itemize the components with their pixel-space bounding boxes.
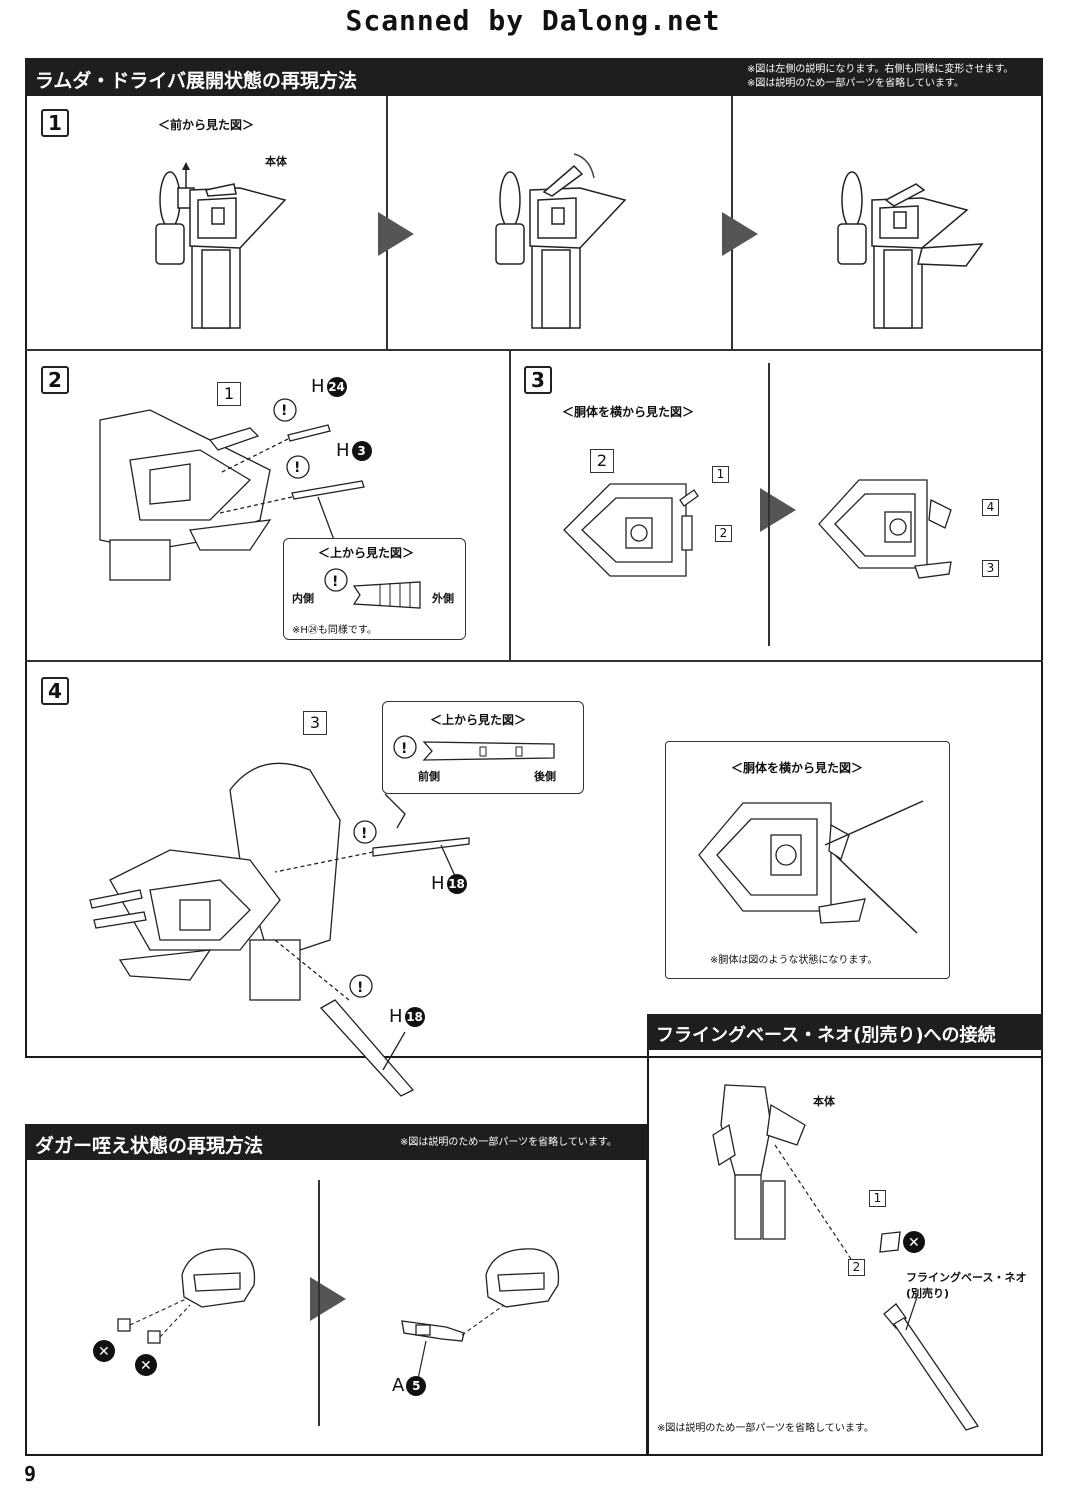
- step1-arrow-2: [722, 212, 758, 256]
- step4-side-view-illustration: [698, 800, 924, 934]
- svg-text:!: !: [294, 460, 300, 476]
- step2-part-a-num: 24: [326, 376, 347, 397]
- step2-outer-label: 外側: [432, 592, 454, 605]
- svg-text:!: !: [281, 403, 287, 419]
- step1-arrow-1: [378, 212, 414, 256]
- svg-text:✕: ✕: [908, 1235, 920, 1251]
- step4-part-a-num: 18: [446, 873, 467, 894]
- flying-base-illustration: [883, 1293, 980, 1431]
- step4-number: 4: [41, 677, 69, 705]
- step3-arrow: [760, 488, 796, 532]
- flying-base-sub-label: (別売り): [906, 1287, 950, 1300]
- divider-step1-bottom: [25, 349, 1043, 351]
- step4-part-b-num: 18: [404, 1006, 425, 1027]
- dagger-part-num: 5: [406, 1375, 427, 1396]
- page-number: 9: [24, 1462, 37, 1486]
- flying-note: ※図は説明のため一部パーツを省略しています。: [657, 1423, 874, 1434]
- divider-step2-bottom: [25, 660, 1043, 662]
- svg-text:!: !: [361, 826, 367, 842]
- step2-number: 2: [41, 366, 69, 394]
- dagger-section-header: ダガー咥え状態の再現方法 ※図は説明のため一部パーツを省略しています。: [25, 1124, 648, 1160]
- lambda-section-header: ラムダ・ドライバ展開状態の再現方法 ※図は左側の説明になります。右側も同様に変形…: [25, 58, 1043, 96]
- step2-callout-part: !: [324, 568, 421, 609]
- step2-inner-label: 内側: [292, 592, 314, 605]
- flying-section-header: フライングベース・ネオ(別売り)への接続: [647, 1014, 1043, 1050]
- step4-parts-lines: ! !: [274, 793, 470, 1097]
- step4-part-b: H 18: [389, 1006, 425, 1027]
- step4-ref-step: 3: [303, 711, 327, 735]
- step2-part-b-letter: H: [336, 440, 350, 461]
- dagger-part: A 5: [392, 1375, 427, 1396]
- step4-back-label: 後側: [534, 770, 556, 783]
- step1-number: 1: [41, 109, 69, 137]
- flying-removed-part: ✕: [879, 1231, 925, 1253]
- lambda-note-1: ※図は左側の説明になります。右側も同様に変形させます。: [747, 64, 1014, 75]
- step3-illustration-a: [563, 483, 699, 577]
- lambda-section-title: ラムダ・ドライバ展開状態の再現方法: [35, 70, 358, 92]
- flying-robot-illustration: [712, 1084, 856, 1266]
- dagger-illustration-a: ✕ ✕: [93, 1248, 256, 1376]
- step4-illustration: [89, 762, 341, 1001]
- scan-credit: Scanned by Dalong.net: [345, 4, 721, 37]
- svg-text:✕: ✕: [98, 1344, 110, 1360]
- step2-part-a-letter: H: [311, 376, 325, 397]
- svg-text:✕: ✕: [140, 1358, 152, 1374]
- step1-body-label: 本体: [265, 155, 287, 168]
- step3-sub-1: 1: [712, 466, 729, 483]
- step3-divider: [768, 363, 770, 646]
- dagger-section-title: ダガー咥え状態の再現方法: [35, 1135, 264, 1157]
- dagger-illustration-b: [401, 1248, 560, 1380]
- step4-front-label: 前側: [418, 770, 440, 783]
- step4-part-b-letter: H: [389, 1006, 403, 1027]
- step2-parts-lines: ! !: [219, 398, 365, 541]
- dagger-arrow: [310, 1277, 346, 1321]
- svg-text:!: !: [357, 980, 363, 996]
- step4-side-view-title: ＜胴体を横から見た図＞: [731, 761, 864, 775]
- step2-part-b-num: 3: [351, 440, 372, 461]
- flying-base-label: フライングベース・ネオ: [906, 1271, 1027, 1284]
- flying-sub-1: 1: [869, 1190, 886, 1207]
- dagger-section-note: ※図は説明のため一部パーツを省略しています。: [400, 1137, 617, 1148]
- step1-illustration-c: [837, 171, 984, 329]
- divider-step2-3: [509, 349, 511, 660]
- step4-callout-title: ＜上から見た図＞: [430, 713, 527, 727]
- step3-view-label: ＜胴体を横から見た図＞: [562, 405, 695, 419]
- step1-illustration-a: [155, 162, 287, 329]
- step1-illustration-b: [495, 153, 627, 329]
- svg-text:!: !: [401, 741, 407, 757]
- svg-text:!: !: [332, 574, 338, 590]
- step2-part-a: H 24: [311, 376, 347, 397]
- lambda-note-2: ※図は説明のため一部パーツを省略しています。: [747, 78, 964, 89]
- step2-callout-title: ＜上から見た図＞: [318, 546, 415, 560]
- step4-part-a: H 18: [431, 873, 467, 894]
- step2-ref-step: 1: [217, 382, 241, 406]
- step4-callout-part: !: [393, 735, 555, 761]
- step3-sub-2: 2: [715, 525, 732, 542]
- flying-body-label: 本体: [813, 1095, 835, 1108]
- step3-number: 3: [524, 366, 552, 394]
- step3-illustration-b: [818, 479, 952, 579]
- step4-part-a-letter: H: [431, 873, 445, 894]
- dagger-part-letter: A: [392, 1375, 405, 1396]
- step3-ref-step: 2: [590, 449, 614, 473]
- lambda-section-notes: ※図は左側の説明になります。右側も同様に変形させます。 ※図は説明のため一部パー…: [747, 63, 1013, 91]
- step3-sub-3: 3: [982, 560, 999, 577]
- flying-section-title: フライングベース・ネオ(別売り)への接続: [656, 1025, 996, 1046]
- step2-callout-note: ※H㉔も同様です。: [292, 625, 377, 636]
- step4-side-view-note: ※胴体は図のような状態になります。: [710, 955, 878, 966]
- step1-view-label: ＜前から見た図＞: [158, 118, 255, 132]
- step2-illustration: [99, 409, 272, 581]
- flying-sub-2: 2: [848, 1259, 865, 1276]
- step3-sub-4: 4: [982, 499, 999, 516]
- step2-part-b: H 3: [336, 440, 372, 461]
- dagger-divider: [318, 1180, 320, 1426]
